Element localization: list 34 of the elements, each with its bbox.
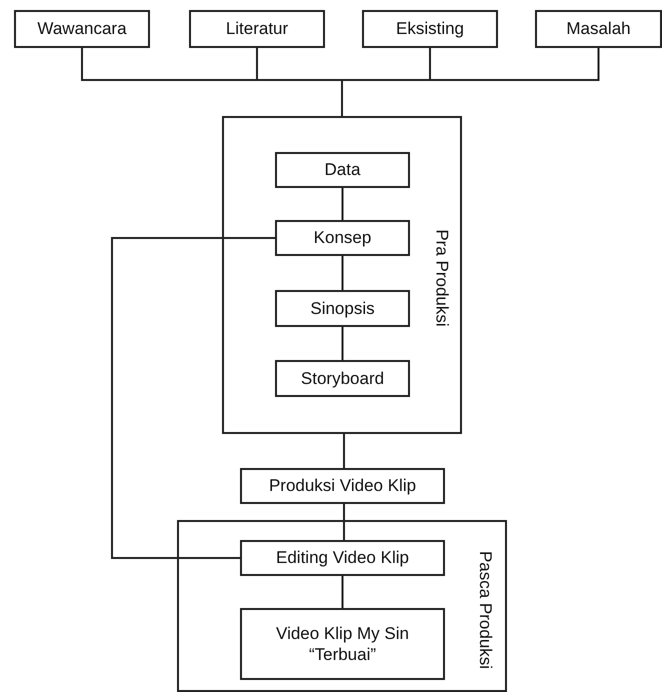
process-box — [535, 10, 662, 48]
stage-container — [222, 116, 462, 434]
stage-container — [177, 520, 507, 692]
box-label: Masalah — [565, 18, 632, 40]
process-box — [240, 468, 445, 504]
connector-line — [343, 434, 345, 468]
process-box — [189, 10, 325, 48]
process-box — [362, 10, 498, 48]
process-box — [275, 360, 410, 397]
box-label: Storyboard — [300, 368, 386, 390]
box-label: Produksi Video Klip — [268, 475, 418, 497]
box-label: Literatur — [224, 18, 290, 40]
process-box — [275, 220, 410, 256]
box-label: Wawancara — [36, 18, 128, 40]
connector-line — [342, 327, 344, 360]
stage-label: Pra Produksi — [431, 229, 452, 327]
box-label: Sinopsis — [309, 298, 376, 320]
box-label: Editing Video Klip — [275, 547, 410, 569]
box-label: Eksisting — [394, 18, 466, 40]
process-box — [275, 152, 410, 188]
box-label: Konsep — [312, 227, 372, 249]
stage-label: Pasca Produksi — [475, 550, 496, 670]
box-label: Data — [324, 159, 362, 181]
connector-line — [342, 188, 344, 220]
connector-line — [341, 48, 600, 116]
process-box — [14, 10, 150, 48]
connector-line — [343, 504, 345, 540]
process-box — [275, 290, 410, 327]
connector-line — [342, 576, 344, 608]
connector-line — [111, 237, 275, 559]
process-box — [240, 540, 445, 576]
box-label: Video Klip My Sin “Terbuai” — [275, 622, 410, 666]
process-box — [240, 608, 445, 680]
connector-line — [342, 256, 344, 290]
